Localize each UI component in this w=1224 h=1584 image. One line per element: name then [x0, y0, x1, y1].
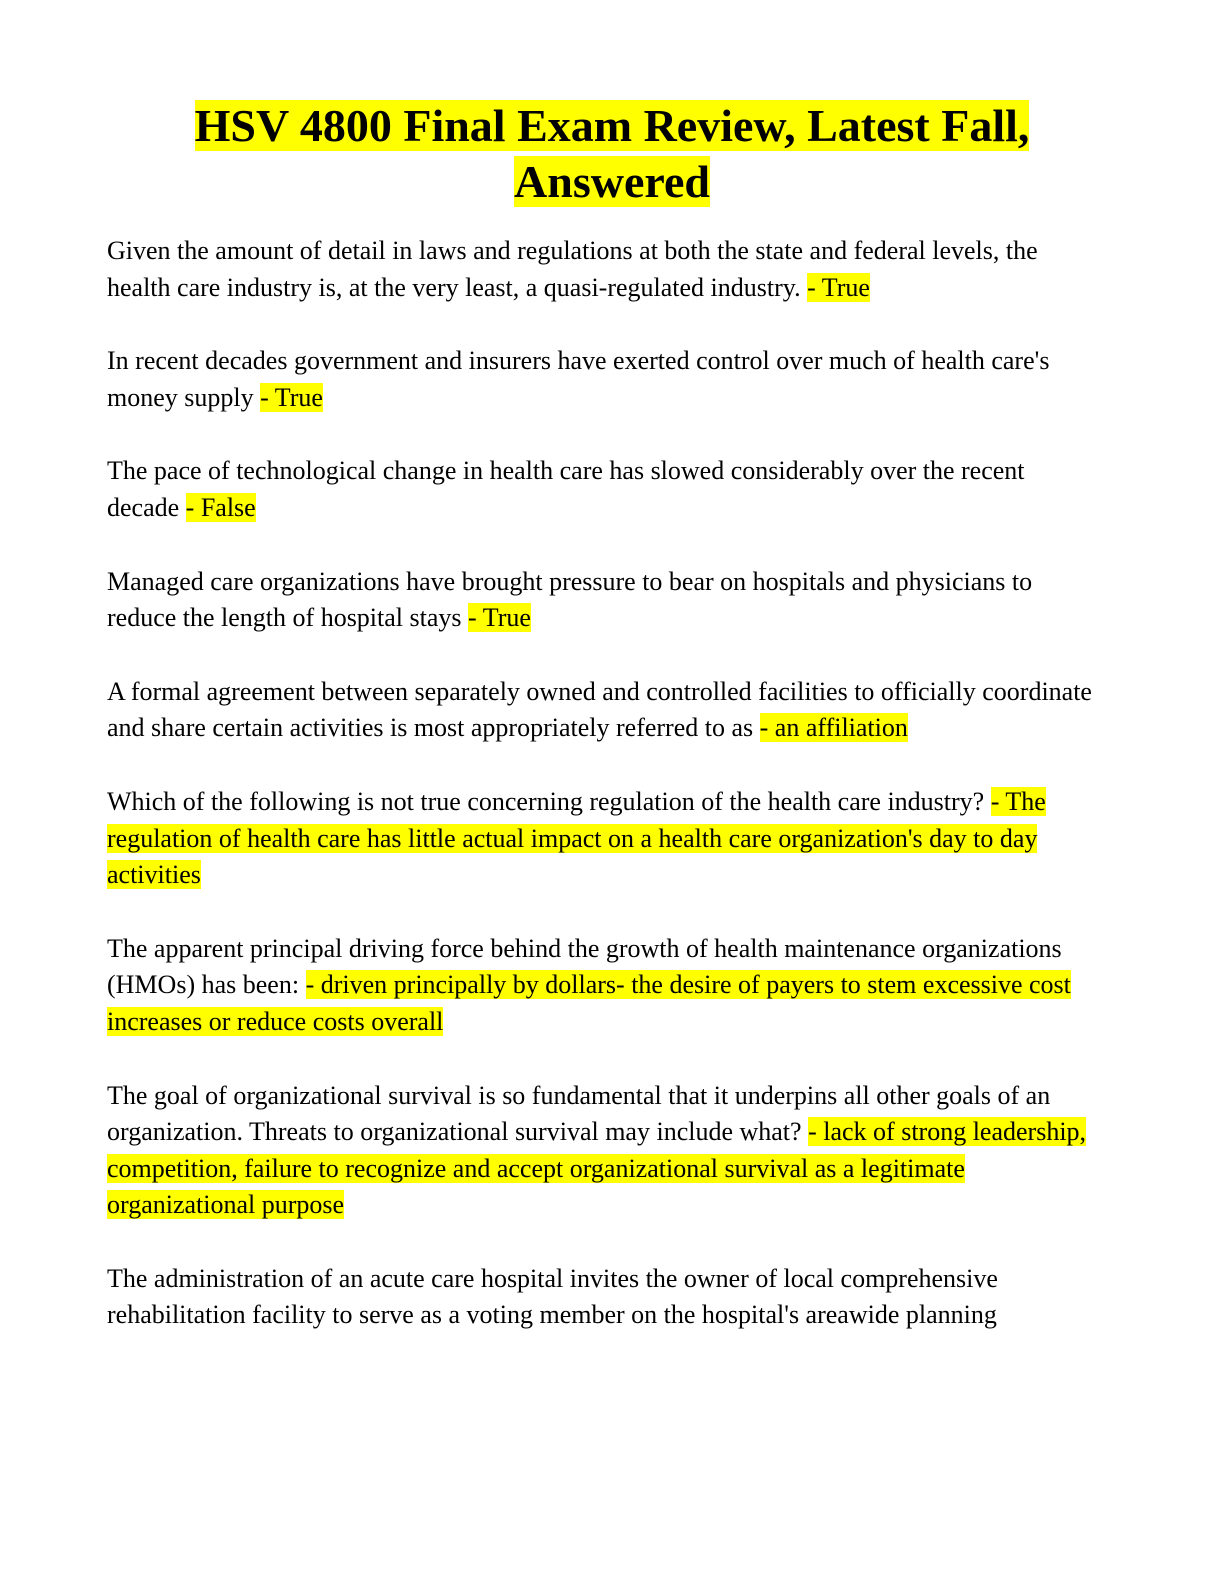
- title-line-2: Answered: [514, 156, 710, 207]
- qa-item-2: In recent decades government and insurer…: [107, 343, 1092, 416]
- qa-item-5: A formal agreement between separately ow…: [107, 674, 1092, 747]
- question-text: In recent decades government and insurer…: [107, 346, 1050, 412]
- title-line-1: HSV 4800 Final Exam Review, Latest Fall,: [194, 100, 1030, 151]
- answer-text: - True: [260, 382, 323, 412]
- question-text: Managed care organizations have brought …: [107, 566, 1033, 633]
- answer-text: - an affiliation: [759, 713, 908, 743]
- question-text: The goal of organizational survival is s…: [107, 1080, 1051, 1147]
- qa-item-3: The pace of technological change in heal…: [107, 453, 1092, 526]
- question-text: The apparent principal driving force beh…: [107, 933, 1062, 1000]
- question-text: The administration of an acute care hosp…: [107, 1263, 998, 1330]
- qa-item-8: The goal of organizational survival is s…: [107, 1078, 1092, 1224]
- qa-item-1: Given the amount of detail in laws and r…: [107, 233, 1092, 306]
- answer-text: - True: [468, 603, 531, 633]
- qa-item-6: Which of the following is not true conce…: [107, 784, 1092, 894]
- question-text: The pace of technological change in heal…: [107, 456, 1025, 522]
- document-title: HSV 4800 Final Exam Review, Latest Fall,…: [100, 98, 1124, 210]
- qa-item-7: The apparent principal driving force beh…: [107, 931, 1092, 1041]
- answer-text: - False: [185, 492, 256, 522]
- answer-text: - True: [807, 272, 870, 302]
- question-text: Given the amount of detail in laws and r…: [107, 236, 1038, 302]
- qa-item-4: Managed care organizations have brought …: [107, 564, 1092, 637]
- question-text: A formal agreement between separately ow…: [107, 676, 1092, 743]
- question-list: Given the amount of detail in laws and r…: [107, 233, 1092, 1371]
- qa-item-9: The administration of an acute care hosp…: [107, 1261, 1092, 1334]
- question-text: Which of the following is not true conce…: [107, 786, 985, 816]
